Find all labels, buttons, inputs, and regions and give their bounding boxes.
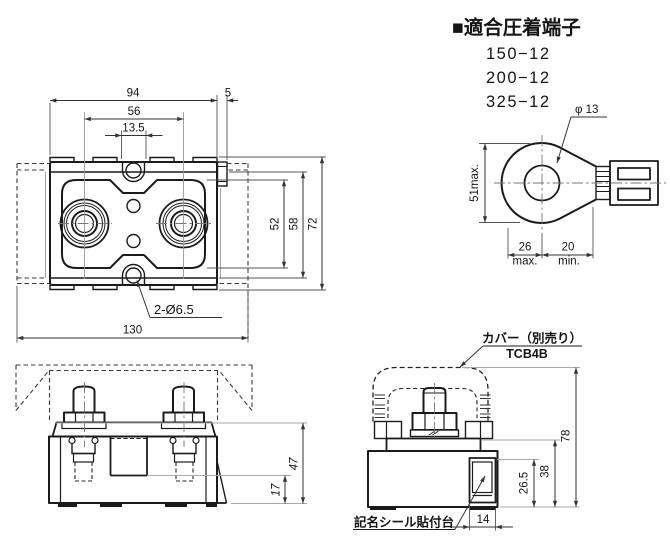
dim-body-height: 38 xyxy=(540,465,552,478)
dim-total-height: 72 xyxy=(308,218,320,231)
dim-plate-height: 26.5 xyxy=(519,472,531,494)
rail-hidden-outline-front xyxy=(15,364,253,420)
top-view-dimensions: 94 5 56 13.5 52 58 72 xyxy=(16,88,326,343)
dim-fwd-unit: min. xyxy=(558,256,580,268)
cover-callout: カバー（別売り） TCB4B xyxy=(459,331,582,368)
dim-front-height: 47 xyxy=(289,457,301,470)
ring-terminal-dimensions: φ 13 51max. 26 max. 20 min. xyxy=(469,104,607,268)
dim-slot-width: 13.5 xyxy=(122,123,144,135)
dim-body-width: 94 xyxy=(127,88,140,100)
hole-callout-text: 2-Ø6.5 xyxy=(154,302,194,317)
dim-fwd-length: 20 xyxy=(562,242,575,254)
cover-rib-marks xyxy=(374,394,491,418)
crimp-size-3: 325−12 xyxy=(486,93,551,111)
hole-dia-text: φ 13 xyxy=(575,104,598,116)
dim-back-unit: max. xyxy=(513,256,538,268)
dim-pitch: 56 xyxy=(128,106,141,118)
dim-inner-height: 52 xyxy=(270,218,282,231)
side-latch-tab xyxy=(216,161,228,187)
dim-band-height: 58 xyxy=(289,218,301,231)
ring-terminal-view: φ 13 51max. 26 max. 20 min. xyxy=(469,104,666,268)
dim-side-height: 78 xyxy=(561,430,573,443)
cover-model: TCB4B xyxy=(506,347,548,361)
side-view: カバー（別売り） TCB4B 記名シール貼付台 78 38 26.5 14 xyxy=(353,331,582,531)
crimp-size-1: 150−12 xyxy=(486,45,551,63)
hole-callout: 2-Ø6.5 xyxy=(136,280,222,318)
top-view: 94 5 56 13.5 52 58 72 xyxy=(16,88,326,343)
title-block: ■適合圧着端子 150−12 200−12 325−12 xyxy=(452,16,581,111)
crimp-size-2: 200−12 xyxy=(486,69,551,87)
center-hole-lower xyxy=(126,233,141,249)
cover-label: カバー（別売り） xyxy=(482,331,582,346)
dim-tab-width: 5 xyxy=(225,88,231,100)
nameplate-callout: 記名シール貼付台 xyxy=(353,475,486,530)
mounting-hole-bottom xyxy=(121,263,146,285)
front-view-dimensions: 47 17 xyxy=(56,422,307,505)
page-title: ■適合圧着端子 xyxy=(452,16,581,39)
side-view-dimensions: 78 38 26.5 14 xyxy=(452,366,580,531)
mounting-hole-top xyxy=(121,162,146,183)
dim-overall-width: 130 xyxy=(123,325,142,337)
dim-notch-height: 17 xyxy=(271,483,283,496)
front-view: 47 17 xyxy=(15,364,307,507)
cover-hidden-outline xyxy=(372,366,491,422)
bolt-side xyxy=(409,383,460,444)
hole-dia-callout: φ 13 xyxy=(556,104,607,164)
ring-terminal-outline xyxy=(494,135,666,231)
center-hole-upper xyxy=(126,198,141,214)
dim-back-length: 26 xyxy=(519,242,532,254)
terminal-block-body-top xyxy=(45,112,228,291)
dim-plate-width: 14 xyxy=(477,514,490,526)
dim-ring-height: 51max. xyxy=(469,164,481,202)
nameplate-label: 記名シール貼付台 xyxy=(354,515,454,530)
